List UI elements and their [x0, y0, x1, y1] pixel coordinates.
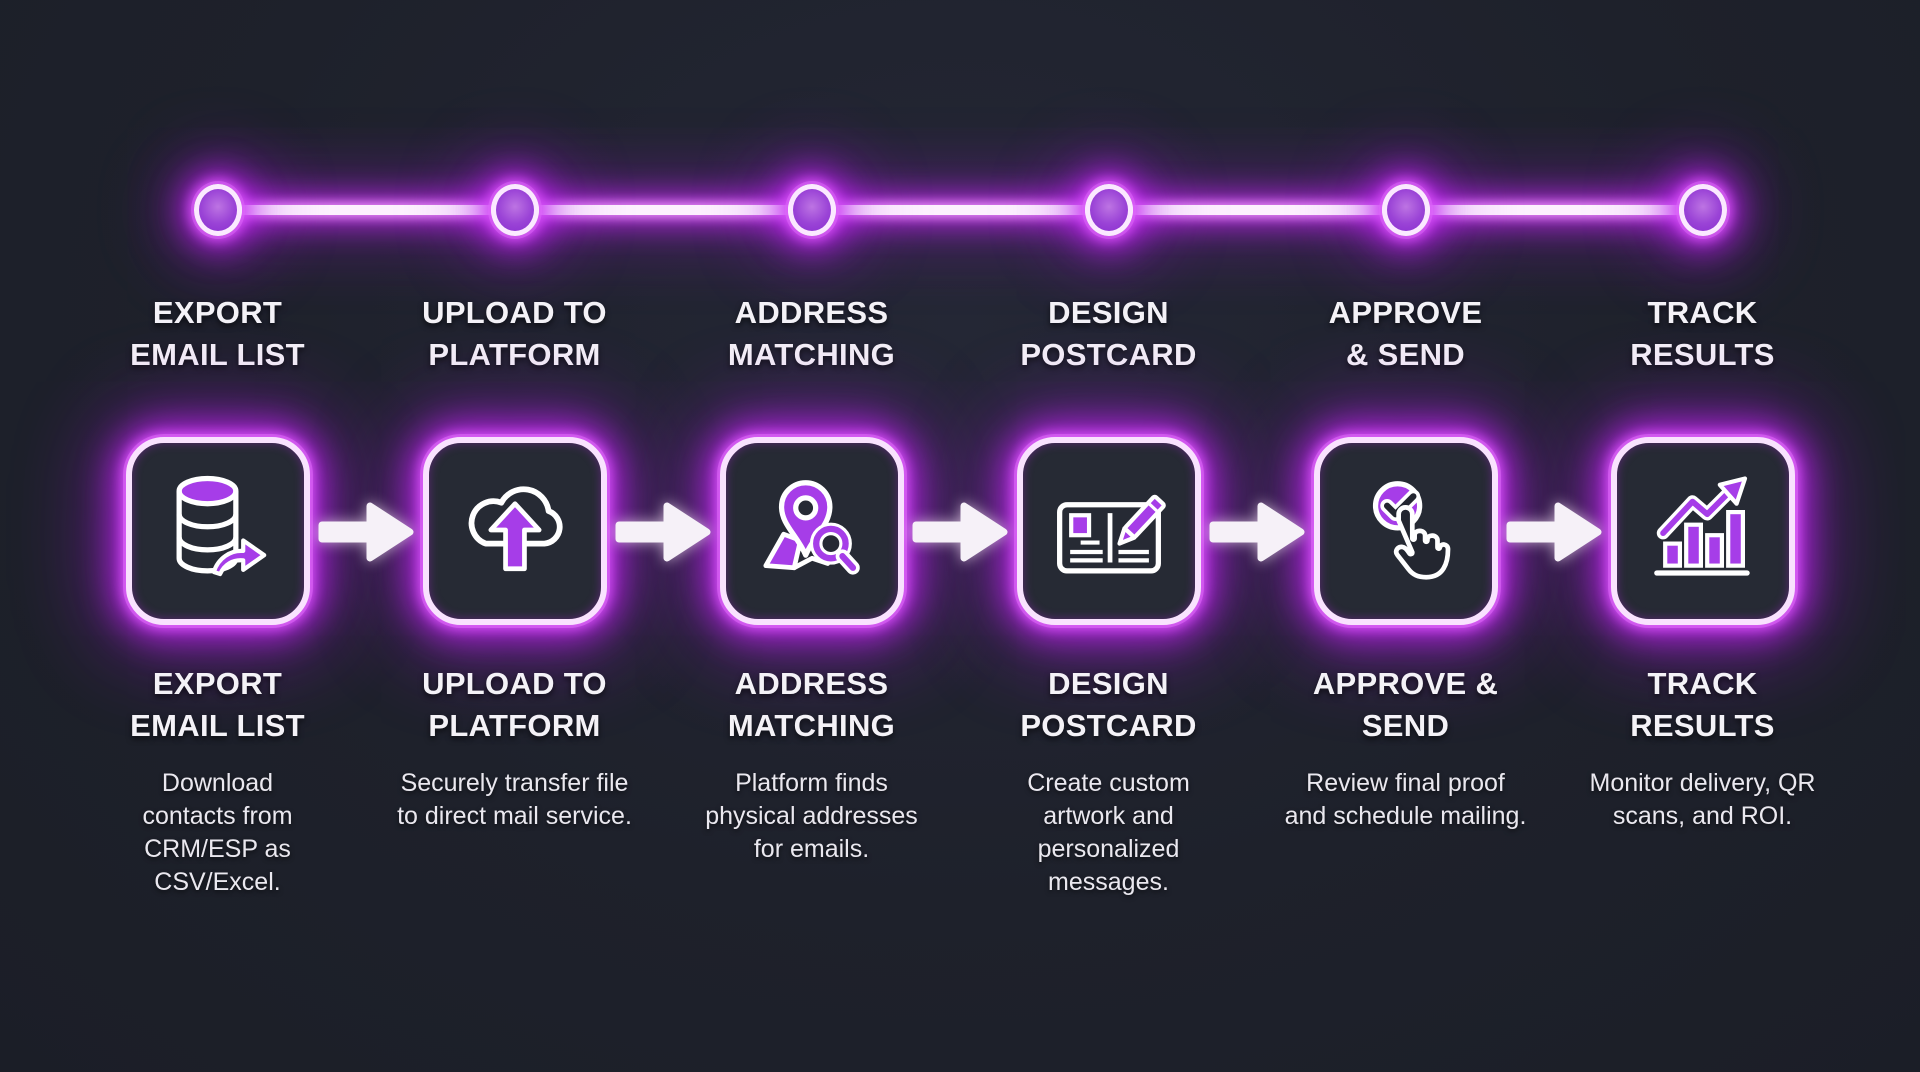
bottom-title-line: DESIGN [1048, 666, 1169, 701]
timeline-dot-2 [490, 184, 539, 236]
top-title-line: UPLOAD TO [422, 295, 607, 330]
step-bottom-title: EXPORT EMAIL LIST [130, 663, 305, 747]
bottom-title-line: POSTCARD [1020, 708, 1197, 743]
step-description: Securely transfer file to direct mail se… [397, 769, 632, 830]
bottom-title-line: MATCHING [727, 708, 896, 743]
top-title-line: POSTCARD [1020, 337, 1197, 372]
step-description: Create custom artwork and personalized m… [1027, 769, 1190, 896]
step-top-title: DESIGN POSTCARD [1020, 292, 1196, 376]
step-top-title: UPLOAD TO PLATFORM [422, 292, 607, 376]
bottom-title-line: PLATFORM [428, 708, 601, 743]
bottom-title-line: SEND [1361, 708, 1450, 743]
timeline-dot-3 [787, 184, 836, 236]
icon-box [1610, 437, 1795, 625]
icon-box [125, 437, 310, 625]
step-description: Download contacts from CRM/ESP as CSV/Ex… [142, 769, 293, 896]
step-column-approve-send: APPROVE & SEND APPROVE & SEND Review fin… [1257, 0, 1554, 899]
icon-box [422, 437, 607, 625]
step-description: Platform finds physical addresses for em… [705, 769, 918, 863]
postcard-pencil-icon [1056, 494, 1166, 574]
step-column-design-postcard: DESIGN POSTCARD [960, 0, 1257, 899]
flow-arrow-icon [615, 502, 711, 562]
bottom-title-line: RESULTS [1630, 708, 1775, 743]
timeline-dot-1 [193, 184, 242, 236]
top-title-line: ADDRESS [734, 295, 889, 330]
map-pin-search-icon [762, 480, 860, 575]
step-top-title: APPROVE & SEND [1329, 292, 1483, 376]
top-title-line: EXPORT [152, 295, 283, 330]
icon-box [1016, 437, 1201, 625]
step-column-upload-to-platform: UPLOAD TO PLATFORM UPLOAD TO PLATFORM Se… [366, 0, 663, 899]
step-bottom-title: DESIGN POSTCARD [1020, 663, 1196, 747]
step-top-title: TRACK RESULTS [1630, 292, 1774, 376]
top-title-line: & SEND [1346, 337, 1465, 372]
top-title-line: APPROVE [1328, 295, 1483, 330]
step-bottom-title: UPLOAD TO PLATFORM [422, 663, 607, 747]
cloud-upload-icon [468, 486, 563, 572]
step-column-address-matching: ADDRESS MATCHING ADDRESS MATCHING [663, 0, 960, 899]
step-top-title: EXPORT EMAIL LIST [130, 292, 305, 376]
top-title-line: MATCHING [727, 337, 896, 372]
step-bottom-title: APPROVE & SEND [1313, 663, 1498, 747]
top-title-line: EMAIL LIST [130, 337, 305, 372]
database-export-icon [176, 475, 266, 577]
step-column-track-results: TRACK RESULTS TRACK RESULTS M [1554, 0, 1851, 899]
icon-box [1313, 437, 1498, 625]
steps-row: EXPORT EMAIL LIST EXPORT EMAIL LIST Down… [69, 0, 1851, 899]
timeline-dot-5 [1381, 184, 1430, 236]
bottom-title-line: TRACK [1647, 666, 1758, 701]
approve-click-icon [1372, 481, 1450, 580]
timeline-dot-6 [1678, 184, 1727, 236]
flow-arrow-icon [912, 502, 1008, 562]
step-bottom-title: TRACK RESULTS [1630, 663, 1774, 747]
top-title-line: RESULTS [1630, 337, 1775, 372]
bar-chart-growth-icon [1653, 476, 1750, 576]
step-description: Monitor delivery, QR scans, and ROI. [1589, 769, 1816, 830]
bottom-title-line: ADDRESS [734, 666, 889, 701]
bottom-title-line: EMAIL LIST [130, 708, 305, 743]
timeline [69, 184, 1851, 236]
step-column-export-email-list: EXPORT EMAIL LIST EXPORT EMAIL LIST Down… [69, 0, 366, 899]
bottom-title-line: UPLOAD TO [422, 666, 607, 701]
icon-box [719, 437, 904, 625]
bottom-title-line: EXPORT [152, 666, 283, 701]
timeline-dot-4 [1084, 184, 1133, 236]
step-bottom-title: ADDRESS MATCHING [728, 663, 895, 747]
top-title-line: TRACK [1647, 295, 1758, 330]
flow-arrow-icon [318, 502, 414, 562]
top-title-line: PLATFORM [428, 337, 601, 372]
step-description: Review final proof and schedule mailing. [1284, 769, 1527, 830]
flow-arrow-icon [1506, 502, 1602, 562]
bottom-title-line: APPROVE & [1312, 666, 1499, 701]
step-top-title: ADDRESS MATCHING [728, 292, 895, 376]
timeline-line [217, 205, 1703, 215]
flow-arrow-icon [1209, 502, 1305, 562]
top-title-line: DESIGN [1048, 295, 1169, 330]
